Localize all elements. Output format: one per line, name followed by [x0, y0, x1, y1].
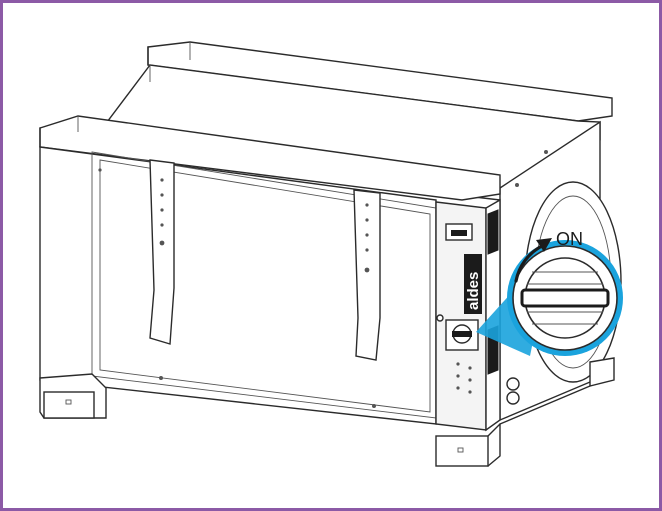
cabinet-front	[39, 146, 437, 425]
brand-label: aldes	[465, 272, 482, 310]
base-foot-center	[435, 423, 501, 467]
base-foot-left	[39, 373, 107, 419]
base-foot-right	[499, 357, 615, 425]
brand-plate	[464, 254, 482, 314]
control-box: aldes	[435, 198, 501, 432]
cable-gland	[506, 391, 520, 405]
hanging-strap-left	[149, 159, 175, 345]
cable-gland	[506, 377, 520, 391]
switch-state-label: ON	[556, 229, 583, 249]
back-top-rail	[147, 41, 613, 122]
switch-callout	[507, 240, 623, 356]
clockwise-arrow-icon	[514, 238, 552, 283]
rotary-switch-icon	[452, 331, 472, 337]
hanging-strap-right	[353, 189, 381, 361]
knob-handle	[520, 288, 610, 308]
